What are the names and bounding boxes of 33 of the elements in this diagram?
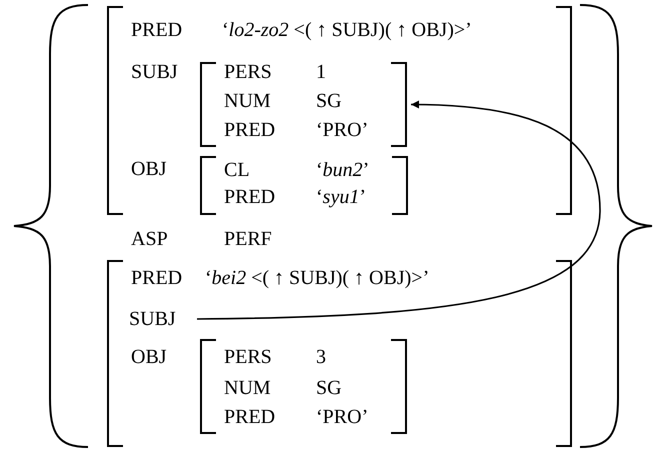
- attribute-label: ASP: [131, 228, 168, 250]
- value-text: ‘bun2’: [316, 159, 370, 181]
- attribute-label: OBJ: [131, 158, 167, 180]
- feature-matrix: [200, 62, 407, 147]
- attribute-label: PRED: [224, 186, 276, 208]
- feature-matrix: [200, 156, 408, 215]
- attribute-label: PRED: [224, 406, 276, 428]
- value-text: PERF: [224, 228, 272, 250]
- attribute-label: OBJ: [131, 346, 167, 368]
- value-text: ‘PRO’: [316, 406, 368, 428]
- attribute-label: SUBJ: [131, 61, 178, 83]
- attribute-label: PERS: [224, 61, 272, 83]
- attribute-label: PRED: [224, 119, 276, 141]
- attribute-label: SUBJ: [129, 308, 191, 330]
- value-text: ‘syu1’: [316, 186, 366, 208]
- value-text: 3: [316, 346, 326, 368]
- attribute-label: PERS: [224, 346, 272, 368]
- attribute-label: NUM: [224, 90, 271, 112]
- value-text: SG: [316, 377, 342, 399]
- value-text: ‘lo2-zo2 <( ↑ SUBJ)( ↑ OBJ)>’: [222, 19, 472, 41]
- braced-structure: [12, 4, 654, 448]
- feature-matrix: [107, 260, 572, 447]
- feature-matrix: [107, 6, 572, 215]
- attribute-label: CL: [224, 159, 250, 181]
- value-text: ‘PRO’: [316, 119, 368, 141]
- arrow: [196, 100, 601, 320]
- feature-matrix: [200, 339, 407, 434]
- value-text: SG: [316, 90, 342, 112]
- attribute-label: PRED: [131, 267, 182, 289]
- attribute-label: PRED: [131, 19, 182, 41]
- value-text: 1: [316, 61, 326, 83]
- attribute-label: NUM: [224, 377, 271, 399]
- value-text: ‘bei2 <( ↑ SUBJ)( ↑ OBJ)>’: [205, 267, 430, 289]
